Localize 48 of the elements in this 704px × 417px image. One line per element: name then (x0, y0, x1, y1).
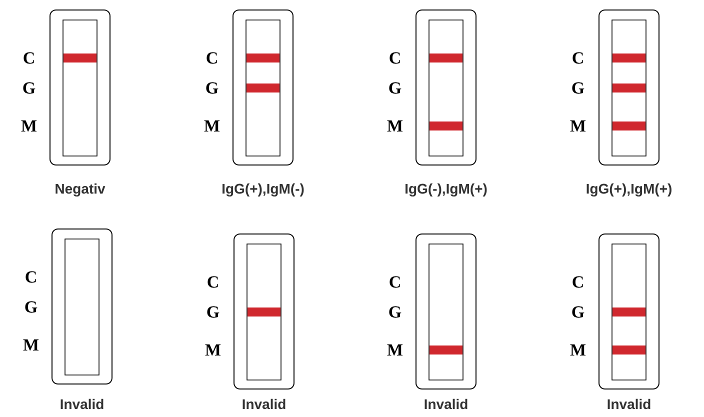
letter-label: C (390, 276, 400, 288)
result-label: Invalid (608, 398, 650, 410)
test-cassette (232, 10, 294, 166)
test-cassette (416, 10, 476, 166)
letter-label: G (23, 82, 36, 94)
letter-label: M (570, 344, 586, 356)
letter-label: G (389, 82, 402, 94)
result-label: IgG(+),IgM(+) (586, 183, 672, 197)
letter-label: G (25, 301, 38, 313)
test-cassette (234, 234, 294, 390)
letter-label: M (570, 120, 586, 132)
letter-label: M (204, 120, 220, 132)
result-label: Invalid (424, 398, 468, 410)
test-cassette (598, 10, 660, 166)
test-window (62, 20, 98, 156)
letter-label: M (23, 339, 39, 351)
result-label: Negativ (56, 183, 106, 197)
result-label: Invalid (60, 398, 104, 410)
letter-label: C (206, 52, 217, 64)
test-cassette (50, 10, 110, 166)
test-window (612, 244, 646, 380)
test-window (246, 20, 280, 156)
letter-label: M (387, 120, 403, 132)
test-window (612, 20, 646, 156)
letter-label: G (389, 306, 402, 318)
letter-label: C (208, 276, 218, 288)
letter-label: C (390, 52, 400, 64)
result-label: IgG(+),IgM(-) (222, 183, 304, 197)
letter-label: G (207, 306, 220, 318)
letter-label: G (206, 82, 218, 94)
letter-label: G (572, 82, 584, 94)
test-window (64, 238, 100, 376)
result-label: Invalid (242, 398, 286, 410)
test-cassette (52, 228, 112, 384)
test-cassette (598, 234, 660, 390)
test-window (428, 20, 464, 156)
test-cassette (416, 234, 476, 390)
result-label: IgG(-),IgM(+) (406, 183, 487, 197)
letter-label: M (387, 344, 403, 356)
letter-label: C (26, 271, 36, 283)
letter-label: M (205, 344, 221, 356)
letter-label: C (572, 276, 583, 288)
letter-label: G (572, 306, 584, 318)
letter-label: C (572, 52, 583, 64)
test-window (428, 244, 464, 380)
letter-label: C (24, 52, 34, 64)
letter-label: M (21, 120, 37, 132)
test-window (246, 244, 282, 380)
